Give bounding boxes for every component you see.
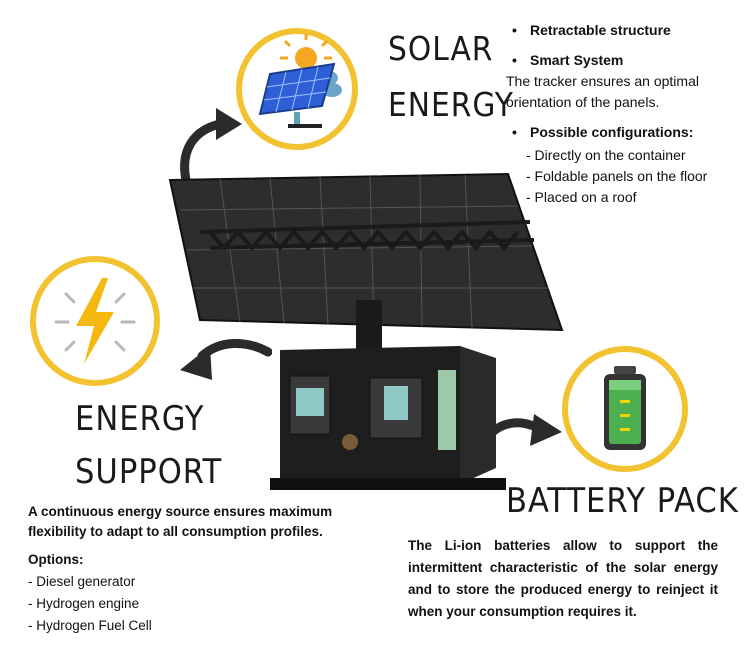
- arrow-icon: [180, 108, 242, 185]
- solar-title-line2: ENERGY: [388, 84, 514, 124]
- solar-panel-icon: [258, 34, 342, 128]
- energy-support-description: A continuous energy source ensures maxim…: [28, 504, 333, 539]
- energy-icon-ring: [30, 256, 160, 386]
- lightning-bolt-icon: [54, 278, 136, 364]
- solar-container-illustration: [168, 172, 564, 490]
- arrow-icon: [180, 338, 272, 380]
- energy-title-line2: SUPPORT: [75, 452, 223, 493]
- smart-system-description: The tracker ensures an optimal orientati…: [506, 73, 699, 110]
- bullet-retractable-text: Retractable structure: [530, 22, 671, 38]
- battery-icon-ring: [562, 346, 688, 472]
- solar-features: Retractable structure Smart System The t…: [506, 20, 752, 208]
- bullet-retractable: Retractable structure: [512, 20, 752, 41]
- bullet-smart-system-text: Smart System: [530, 52, 624, 68]
- battery-description: The Li-ion batteries allow to support th…: [408, 538, 718, 619]
- sun-icon: [280, 34, 332, 69]
- bullet-smart-system: Smart System: [512, 50, 752, 71]
- options-label: Options:: [28, 552, 84, 567]
- config-item: - Foldable panels on the floor: [526, 168, 708, 184]
- config-item: - Placed on a roof: [526, 189, 637, 205]
- bullet-configurations-text: Possible configurations:: [530, 124, 694, 140]
- energy-title-line1: ENERGY: [75, 399, 205, 439]
- option-item: - Hydrogen engine: [28, 596, 140, 611]
- solar-title-line1: SOLAR: [388, 29, 494, 68]
- config-item: - Directly on the container: [526, 147, 686, 163]
- solar-energy-title: SOLAR ENERGY: [388, 30, 514, 124]
- battery-icon: [604, 366, 646, 450]
- energy-support-title: ENERGY SUPPORT: [75, 399, 223, 493]
- battery-pack-title: BATTERY PACK: [506, 481, 739, 521]
- solar-icon-ring: [236, 28, 358, 150]
- option-item: - Hydrogen Fuel Cell: [28, 618, 152, 633]
- bullet-configurations: Possible configurations:: [512, 122, 752, 143]
- option-item: - Diesel generator: [28, 574, 136, 589]
- energy-support-text: A continuous energy source ensures maxim…: [28, 502, 368, 636]
